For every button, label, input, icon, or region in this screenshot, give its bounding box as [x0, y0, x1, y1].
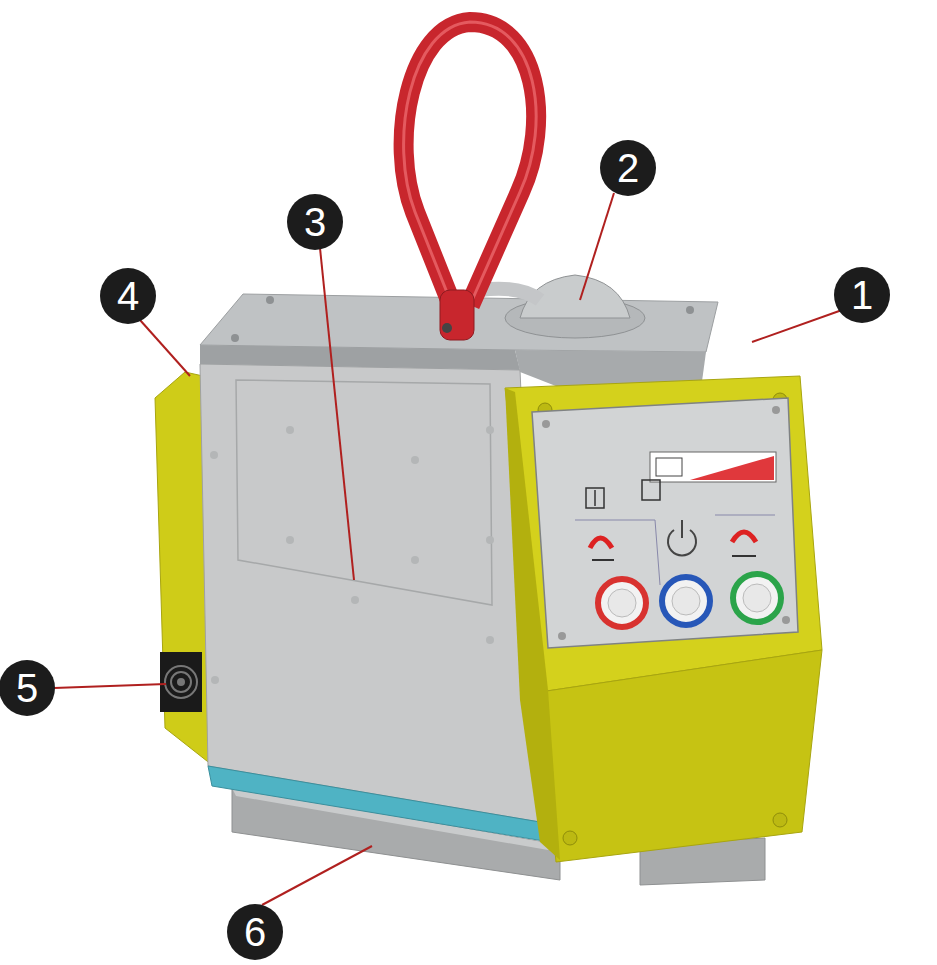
leader-line-part: [580, 193, 614, 300]
side-cover-part: [200, 364, 540, 822]
side-cover-part: [486, 636, 494, 644]
side-cover-part: [286, 536, 294, 544]
leader-line-part: [140, 320, 190, 376]
side-cover-part: [486, 426, 494, 434]
control-panel-part: [608, 589, 636, 617]
side-cover-part: [236, 380, 492, 605]
control-panel-part: [575, 520, 660, 585]
side-cover-part: [211, 676, 219, 684]
lifting-shackle: [404, 22, 537, 340]
base-strip: [208, 766, 550, 842]
side-cover-part: [486, 536, 494, 544]
leader-line-part: [54, 684, 166, 688]
control-panel-part: [656, 458, 682, 476]
top-plate-part: [686, 306, 694, 314]
callout-number: 6: [227, 904, 283, 960]
top-plate-part: [200, 345, 520, 370]
top-plate-part: [231, 334, 239, 342]
callout-number: 2: [600, 140, 656, 196]
control-panel-part: [594, 490, 596, 506]
lifting-shackle-part: [440, 290, 474, 340]
cooling-fan-part: [177, 678, 185, 686]
side-cover-part: [411, 556, 419, 564]
end-cap: [505, 376, 822, 862]
control-panel-part: [532, 398, 798, 648]
control-panel-part: [782, 616, 790, 624]
side-cover-part: [411, 456, 419, 464]
control-panel: [532, 398, 798, 648]
leader-line-part: [752, 310, 842, 342]
control-panel-part: [590, 538, 612, 548]
side-cover-part: [210, 451, 218, 459]
control-panel-part: [681, 520, 683, 538]
control-panel-part: [598, 579, 646, 627]
control-panel-part: [672, 587, 700, 615]
cooling-fan-part: [171, 672, 191, 692]
callout-number: 5: [0, 660, 55, 716]
control-panel-part: [558, 632, 566, 640]
end-cap-part: [540, 650, 822, 862]
side-cover-part: [286, 426, 294, 434]
leader-line-part: [320, 248, 354, 580]
end-cap-part: [505, 376, 822, 692]
cooling-fan-part: [160, 652, 202, 712]
control-panel-part: [732, 532, 756, 542]
control-panel-part: [586, 488, 604, 508]
control-panel-part: [772, 406, 780, 414]
control-panel-part: [715, 515, 775, 516]
lifting-shackle-part: [404, 22, 537, 305]
end-cap-part: [563, 831, 577, 845]
side-cover: [200, 364, 540, 822]
end-cap-part: [773, 813, 787, 827]
control-panel-part: [732, 555, 756, 557]
callout-number: 3: [287, 194, 343, 250]
side-cover-part: [351, 596, 359, 604]
control-panel-part: [542, 420, 550, 428]
control-panel-part: [733, 574, 781, 622]
callout-number: 1: [834, 267, 890, 323]
cooling-fan: [160, 652, 202, 712]
control-panel-part: [690, 456, 774, 480]
leader-line-part: [262, 846, 372, 905]
control-panel-part: [743, 584, 771, 612]
control-panel-part: [650, 452, 776, 482]
base-strip-part: [208, 766, 550, 842]
callout-number: 4: [100, 268, 156, 324]
control-panel-part: [642, 480, 660, 500]
control-panel-part: [592, 559, 614, 561]
lifting-shackle-part: [442, 323, 452, 333]
leader-line: [54, 193, 842, 905]
lifting-shackle-part: [404, 22, 537, 305]
top-plate-part: [266, 296, 274, 304]
control-panel-part: [662, 577, 710, 625]
cooling-fan-part: [165, 666, 197, 698]
